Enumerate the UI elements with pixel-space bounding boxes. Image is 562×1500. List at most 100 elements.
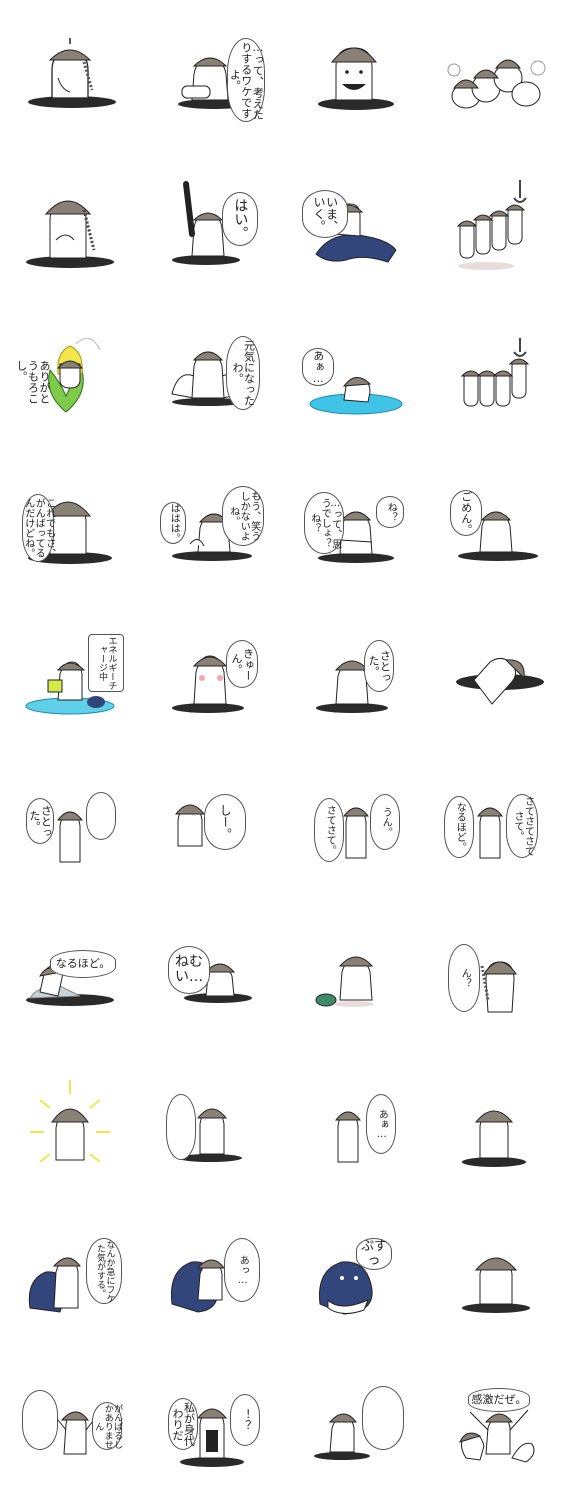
sticker-5[interactable] xyxy=(0,150,140,300)
speech-bubble: ぷすっ xyxy=(356,1238,392,1270)
sticker-16[interactable]: ごめん。 xyxy=(426,450,562,600)
speech-bubble: さとった。 xyxy=(364,640,394,692)
acorn-character-enlightened xyxy=(316,660,388,713)
speech-bubble xyxy=(362,1386,404,1450)
speech-bubble: なんか急にフケた気がする。 xyxy=(86,1238,122,1304)
speech-bubble-left: さとった。 xyxy=(26,798,54,844)
speech-bubble: 感激だぜ。 xyxy=(468,1388,530,1412)
sticker-13[interactable]: これでもさ、がんばってるんだけどね。 xyxy=(0,450,140,600)
acorn-character-muscles xyxy=(171,351,245,406)
sticker-4[interactable] xyxy=(426,0,562,150)
sticker-8[interactable] xyxy=(426,150,562,300)
sticker-6[interactable]: はい。 xyxy=(142,150,282,300)
acorn-character-blushing xyxy=(172,655,244,713)
sticker-12[interactable] xyxy=(426,300,562,450)
sticker-21[interactable]: さとった。 xyxy=(0,750,140,900)
sticker-30[interactable] xyxy=(142,1050,282,1200)
sticker-38[interactable]: 私が身代わりだ ！？ xyxy=(142,1350,282,1500)
sticker-17[interactable]: エネルギーチャージ中 xyxy=(0,600,140,750)
acorn-lineup-crane xyxy=(456,180,527,270)
acorn-character-glowing xyxy=(30,1080,110,1163)
sticker-22[interactable]: しー。 xyxy=(142,750,282,900)
sticker-32[interactable] xyxy=(426,1050,562,1200)
speech-bubble-right xyxy=(86,792,116,840)
acorn-character-hand-mouth xyxy=(26,200,114,268)
acorn-character-distressed xyxy=(480,961,517,1013)
sticker-14[interactable]: ははは。 もう、笑うしかないよね。 xyxy=(142,450,282,600)
speech-bubble: あぁ… xyxy=(302,348,334,386)
speech-bubble-right: がんばるしかありません xyxy=(92,1402,123,1450)
sticker-7[interactable]: いま、いく。 xyxy=(284,150,424,300)
sticker-3[interactable] xyxy=(284,0,424,150)
speech-bubble: しー。 xyxy=(204,794,246,850)
acorn-character-tired xyxy=(28,501,112,564)
speech-bubble-right: ！？ xyxy=(230,1394,260,1446)
speech-bubble-laugh: ははは。 xyxy=(160,502,186,544)
speech-bubble-left: 私が身代わりだ xyxy=(168,1398,198,1450)
speech-bubble: いま、いく。 xyxy=(302,190,348,238)
acorn-character-declining xyxy=(314,1413,370,1460)
speech-bubble: ん？ xyxy=(448,944,480,1012)
acorn-with-turtle xyxy=(315,956,374,1007)
speech-bubble xyxy=(166,1094,196,1160)
sign-board: エネルギーチャージ中 xyxy=(88,634,124,692)
acorn-group-cheering xyxy=(459,1409,535,1463)
sticker-24[interactable]: なるほど。 さてさてさてさて。 xyxy=(426,750,562,900)
sticker-10[interactable]: 元気になったわ。 xyxy=(142,300,282,450)
acorn-character-shush xyxy=(56,811,84,863)
speech-bubble: きゅーん。 xyxy=(226,640,258,688)
sticker-36[interactable] xyxy=(426,1200,562,1350)
acorn-character-standing xyxy=(462,1110,526,1167)
speech-bubble: …って、考えたりするワケですよ。 xyxy=(227,38,265,122)
sticker-2[interactable]: …って、考えたりするワケですよ。 xyxy=(142,0,282,150)
sticker-39[interactable] xyxy=(284,1350,424,1500)
acorn-character-apologize xyxy=(458,511,538,561)
speech-bubble: ごめん。 xyxy=(450,490,482,536)
speech-bubble: 元気になったわ。 xyxy=(226,336,260,410)
acorn-character-surprised xyxy=(28,38,116,108)
acorn-character-i-see xyxy=(476,807,504,859)
acorn-character-arms-crossed xyxy=(318,511,394,563)
sticker-29[interactable] xyxy=(0,1050,140,1200)
speech-bubble-ne: ね？ xyxy=(376,496,404,528)
speech-bubble: …って、思うでしょ？ね？ xyxy=(304,492,344,554)
sticker-26[interactable]: ねむい… xyxy=(142,900,282,1050)
acorn-character-nodding xyxy=(174,804,206,847)
speech-bubble: あっ… xyxy=(224,1238,260,1302)
speech-bubble: ねむい… xyxy=(168,946,210,994)
sticker-25[interactable]: なるほど。 xyxy=(0,900,140,1050)
acorn-character-standing xyxy=(462,1257,530,1313)
sticker-35[interactable]: ぷすっ xyxy=(284,1200,424,1350)
acorn-character-grinning xyxy=(318,47,394,110)
sticker-1[interactable] xyxy=(0,0,140,150)
acorn-character-huh xyxy=(184,963,252,1003)
sticker-23[interactable]: さてさて。 うん。 xyxy=(284,750,424,900)
acorn-group-tumble xyxy=(447,59,546,109)
sticker-9[interactable]: ありがとうもろこし。 xyxy=(0,300,140,450)
acorn-character-raised-hand xyxy=(172,181,240,265)
sticker-15[interactable]: …って、思うでしょ？ね？ ね？ xyxy=(284,450,424,600)
sticker-11[interactable]: あぁ… xyxy=(284,300,424,450)
sticker-18[interactable]: きゅーん。 xyxy=(142,600,282,750)
sticker-37[interactable]: がんばるしかありません xyxy=(0,1350,140,1500)
speech-bubble: はい。 xyxy=(222,192,258,246)
sticker-31[interactable]: あぁ… xyxy=(284,1050,424,1200)
speech-bubble-left: なるほど。 xyxy=(444,796,474,858)
speech-bubble: なるほど。 xyxy=(50,950,116,978)
acorn-charging-energy xyxy=(25,661,115,715)
sticker-caption: ありがとうもろこし。 xyxy=(14,360,51,404)
acorn-character-lying-down xyxy=(456,658,544,705)
sticker-34[interactable]: あっ… xyxy=(142,1200,282,1350)
speech-bubble: もう、笑うしかないよね。 xyxy=(222,486,264,546)
speech-bubble: これでもさ、がんばってるんだけどね。 xyxy=(22,494,55,562)
sticker-33[interactable]: なんか急にフケた気がする。 xyxy=(0,1200,140,1350)
sticker-19[interactable]: さとった。 xyxy=(284,600,424,750)
sticker-40[interactable]: 感激だぜ。 xyxy=(426,1350,562,1500)
sticker-27[interactable] xyxy=(284,900,424,1050)
sticker-20[interactable] xyxy=(426,600,562,750)
acorn-with-blue-walrus xyxy=(28,1257,82,1313)
blue-walrus-surprised xyxy=(318,1261,373,1315)
sticker-28[interactable]: ん？ xyxy=(426,900,562,1050)
speech-bubble-right: さてさてさてさて。 xyxy=(506,794,538,858)
